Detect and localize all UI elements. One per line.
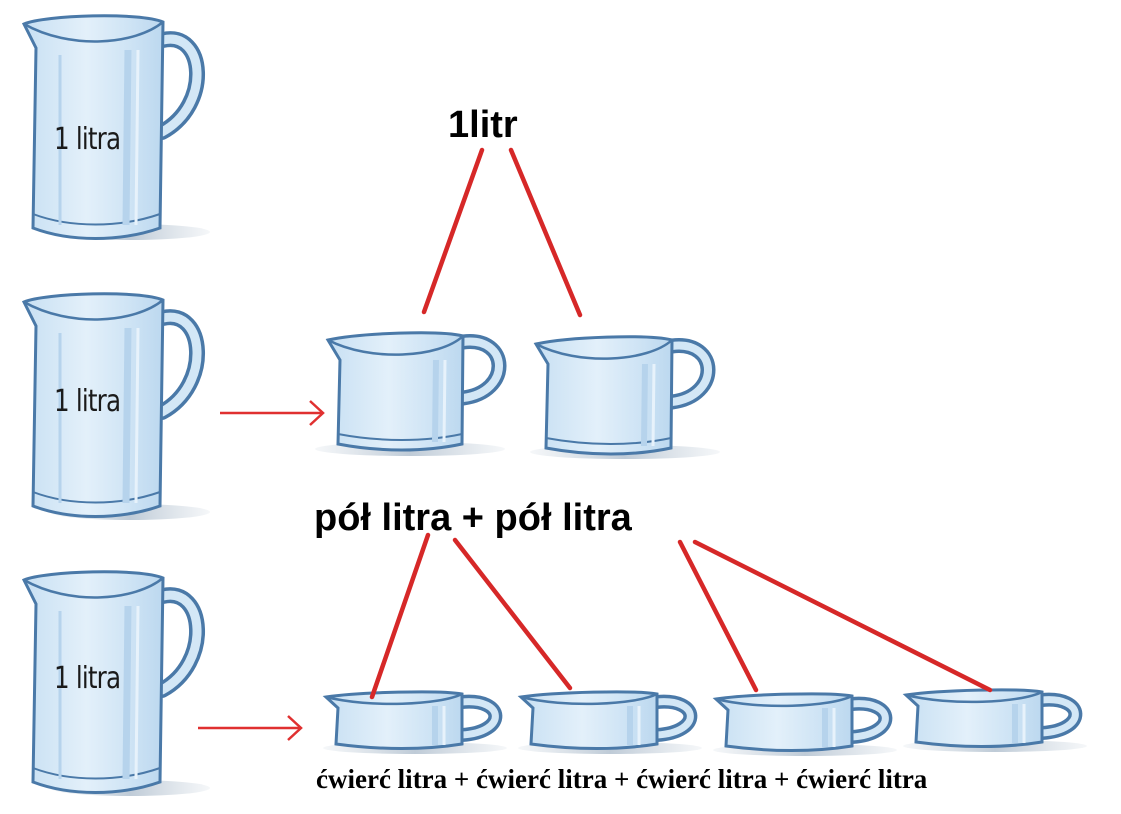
quarter-litre-jug-4 [902, 688, 1087, 752]
litre-jug-2 [21, 292, 210, 520]
litre-jug-1 [21, 14, 210, 240]
litre-jug-3 [21, 570, 210, 796]
arrow-to-halves [220, 400, 325, 426]
whole-litre-label: 1litr [448, 104, 518, 146]
jug-label-3: 1 litra [54, 661, 121, 696]
connector-lines [369, 147, 993, 700]
jug-label-2: 1 litra [54, 384, 121, 419]
quarter-litre-jug-3 [712, 692, 897, 756]
half-litre-jug-1 [315, 331, 507, 456]
half-litre-label: pół litra + pół litra [314, 497, 632, 539]
jug-label-1: 1 litra [54, 122, 121, 157]
arrow-to-quarters [198, 715, 303, 741]
half-litre-jug-2 [530, 335, 720, 459]
quarter-litre-jug-1 [322, 690, 507, 754]
quarter-litre-label: ćwierć litra + ćwierć litra + ćwierć lit… [316, 764, 928, 794]
quarter-litre-jug-2 [517, 690, 702, 754]
